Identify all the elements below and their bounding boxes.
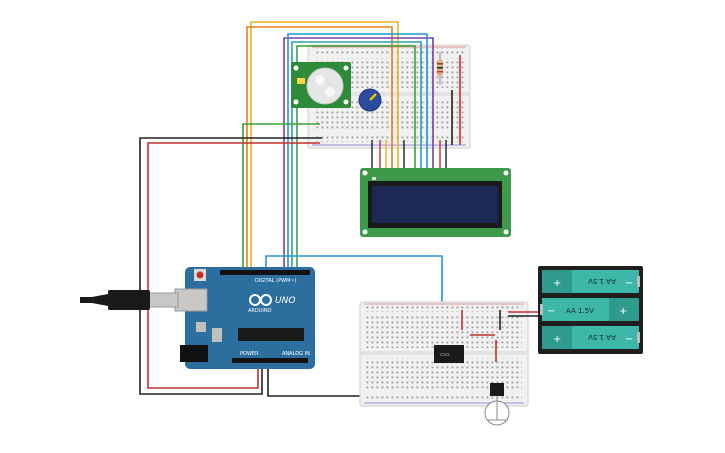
cell-2-plus: +	[619, 306, 627, 317]
usb-cable[interactable]	[80, 290, 179, 310]
cell-2-minus: −	[547, 306, 555, 317]
wire-orange[interactable]	[246, 26, 393, 270]
wire-blue[interactable]	[287, 33, 428, 270]
arduino-model-label: UNO	[275, 296, 295, 306]
battery-cell-3: + − AA 1.5V	[542, 326, 640, 349]
cell-3-plus: +	[553, 334, 561, 345]
svg-text:▭▭: ▭▭	[440, 352, 450, 358]
relay[interactable]: ▭▭	[434, 345, 464, 363]
cell-3-label: AA 1.5V	[588, 333, 616, 341]
power-header-label: POWER	[240, 351, 259, 357]
battery-cell-1: + − AA 1.5V	[542, 270, 640, 293]
pir-sensor[interactable]	[291, 62, 351, 108]
analog-header-label: ANALOG IN	[282, 351, 310, 357]
cell-1-plus: +	[553, 278, 561, 289]
battery-pack[interactable]: + − AA 1.5V − + AA 1.5V + − AA 1.5V	[538, 266, 643, 354]
wire-bundle	[242, 21, 434, 270]
cell-1-minus: −	[625, 278, 633, 289]
potentiometer[interactable]	[358, 88, 382, 112]
wire-purple[interactable]	[283, 37, 434, 270]
wire-teal[interactable]	[291, 41, 422, 270]
cell-2-label: AA 1.5V	[566, 307, 594, 315]
cell-3-minus: −	[625, 334, 633, 345]
digital-header-label: DIGITAL (PWM~)	[255, 278, 297, 284]
lcd-display[interactable]	[360, 168, 511, 237]
wire-red-power[interactable]	[147, 142, 320, 389]
wire-black-ground[interactable]	[139, 137, 322, 395]
battery-cell-2: − + AA 1.5V	[540, 298, 639, 321]
wire-green-pir[interactable]	[242, 123, 320, 270]
wire-blue-relay[interactable]	[265, 255, 443, 325]
wire-yellow[interactable]	[250, 21, 399, 270]
resistor[interactable]	[437, 52, 443, 85]
wire-green[interactable]	[296, 45, 416, 270]
cell-1-label: AA 1.5V	[588, 277, 616, 285]
arduino-logo	[249, 294, 272, 306]
arduino-brand-label: ARDUINO	[248, 308, 272, 314]
arduino-uno[interactable]: UNO ARDUINO DIGITAL (PWM~) POWER ANALOG …	[174, 267, 315, 369]
dc-motor[interactable]	[484, 383, 510, 426]
